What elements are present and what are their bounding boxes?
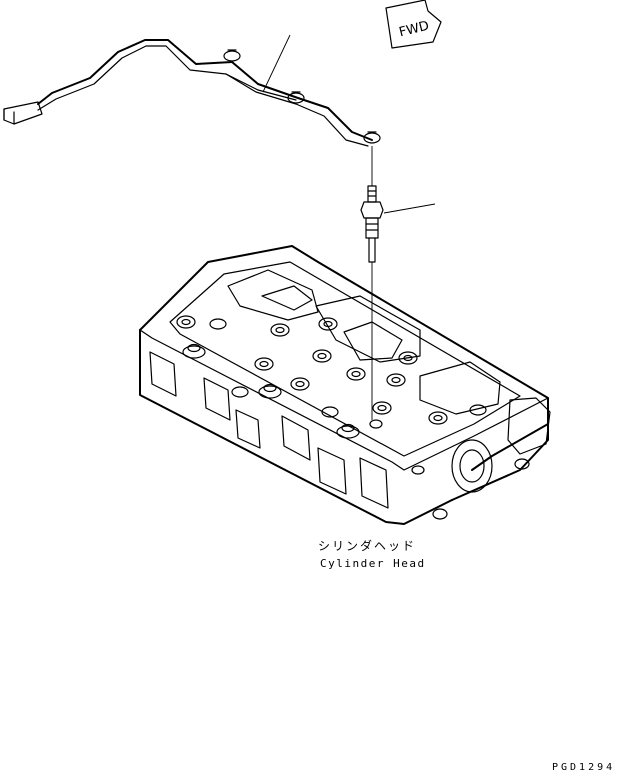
drawing-code: PGD1294 xyxy=(552,762,616,773)
fwd-arrow-icon: FWD xyxy=(385,0,442,49)
part-name-english: Cylinder Head xyxy=(320,557,426,570)
part-name-japanese: シリンダヘッド xyxy=(318,539,417,553)
fwd-label: FWD xyxy=(398,19,431,41)
cylinder-head xyxy=(139,245,551,525)
glow-plug xyxy=(360,146,436,420)
glow-plug-harness xyxy=(3,34,381,147)
